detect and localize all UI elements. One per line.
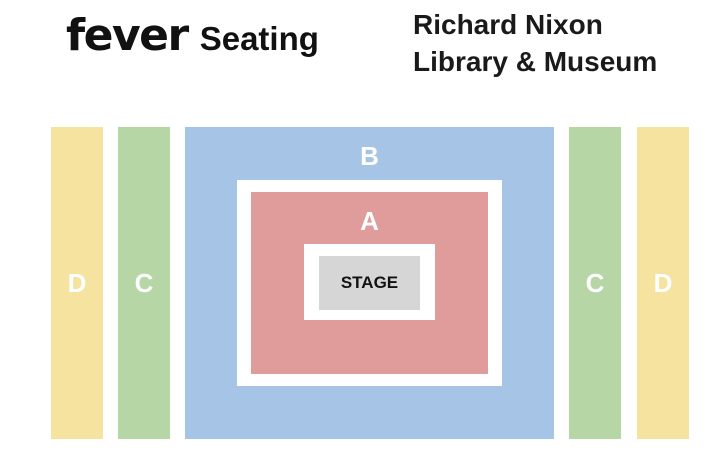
section-d-left-label: D — [67, 267, 87, 298]
section-c-right-label: C — [585, 267, 605, 298]
section-c-left-label: C — [134, 267, 154, 298]
stage: STAGE — [319, 256, 420, 310]
venue-name: Richard Nixon Library & Museum — [413, 6, 713, 80]
section-c-left[interactable]: C — [118, 127, 170, 439]
venue-line-2: Library & Museum — [413, 46, 658, 77]
section-d-right[interactable]: D — [637, 127, 689, 439]
brand-seating-text: Seating — [199, 20, 319, 57]
venue-line-1: Richard Nixon — [413, 9, 603, 40]
section-a-label: A — [360, 206, 379, 236]
brand-logo-text: fever — [66, 10, 189, 61]
stage-label: STAGE — [340, 273, 399, 292]
section-d-right-label: D — [653, 267, 673, 298]
section-d-left[interactable]: D — [51, 127, 103, 439]
section-b-label: B — [360, 141, 379, 171]
section-c-right[interactable]: C — [569, 127, 621, 439]
fever-logo: fever Seating — [66, 10, 319, 62]
